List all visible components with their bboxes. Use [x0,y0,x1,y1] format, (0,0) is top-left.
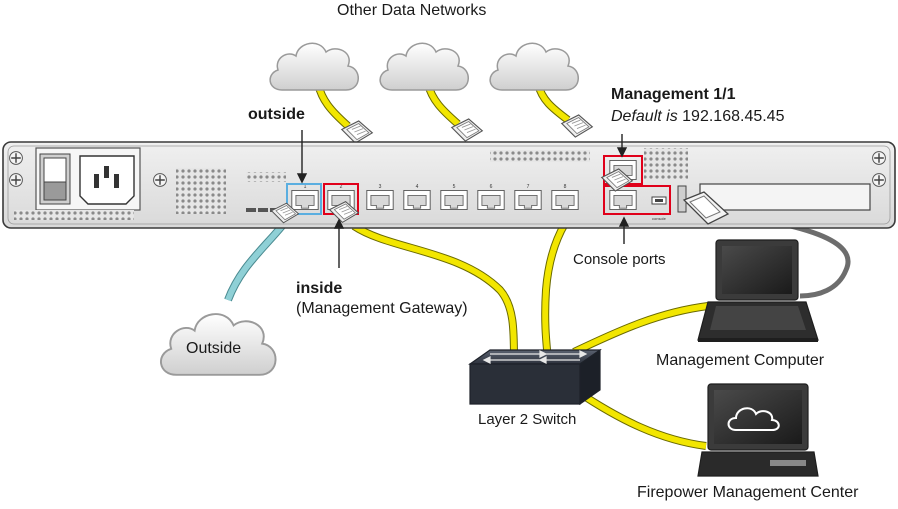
laptop-icon [697,239,819,342]
port-number-3: 3 [379,184,382,190]
port-number-7: 7 [527,184,530,190]
inside-port-label: inside [296,280,343,297]
inside-port-sublabel: (Management Gateway) [296,300,468,317]
screw-icon [8,150,24,166]
cable-yellow-inside [351,222,518,361]
console-ports-highlight [603,185,671,215]
screw-icon [152,172,168,188]
switch-icon [468,348,602,406]
power-inlet-icon [79,155,135,205]
rj45-port-icon [403,190,431,210]
layer2-switch-label: Layer 2 Switch [478,411,577,428]
console-rj45-port-icon [609,190,637,210]
cable-yellow-fmc [575,388,707,450]
vent-icon [14,210,134,220]
screw-icon [8,172,24,188]
expansion-slot [699,183,871,211]
vent-icon [176,168,226,214]
cloud-icon [269,42,360,91]
firewall-chassis: 1 2 3 4 5 6 7 8 console [2,141,896,229]
outside-port-highlight [286,183,322,215]
fmc-terminal-icon [697,383,819,477]
outside-cloud-label: Outside [186,340,242,357]
cloud-icon [727,407,780,431]
callout-arrows [296,130,630,268]
fmc-label: Firepower Management Center [637,484,859,501]
management-port-label: Management 1/1 [611,86,736,103]
port-number-5: 5 [453,184,456,190]
rj45-port-icon [291,190,319,210]
vent-icon [644,148,688,180]
rj45-port-icon [366,190,394,210]
other-data-networks-clouds [269,42,580,91]
port-number-1: 1 [304,184,307,190]
outside-port-label: outside [248,106,305,123]
management-computer-label: Management Computer [656,352,825,369]
cloud-icon [489,42,580,91]
console-ports-label: Console ports [573,251,666,268]
other-data-networks-label: Other Data Networks [337,2,487,19]
management-default-prefix: Default is [611,108,678,125]
port-number-6: 6 [490,184,493,190]
management-default-label: Default is 192.168.45.45 [611,108,784,126]
usb-plug-icon [682,191,730,225]
screw-icon [871,172,887,188]
port-number-4: 4 [416,184,419,190]
management-default-ip: 192.168.45.45 [682,108,785,125]
console-small-label: console [652,216,667,221]
vent-icon [246,172,286,182]
cloud-icon [379,42,470,91]
usb-console-icon [651,196,667,205]
rj45-port-icon [440,190,468,210]
port-number-8: 8 [564,184,567,190]
rj45-port-icon [514,190,542,210]
screw-icon [871,150,887,166]
rj45-port-icon [551,190,579,210]
port-number-2: 2 [340,184,343,190]
rj45-port-icon [477,190,505,210]
vent-icon [490,150,590,162]
